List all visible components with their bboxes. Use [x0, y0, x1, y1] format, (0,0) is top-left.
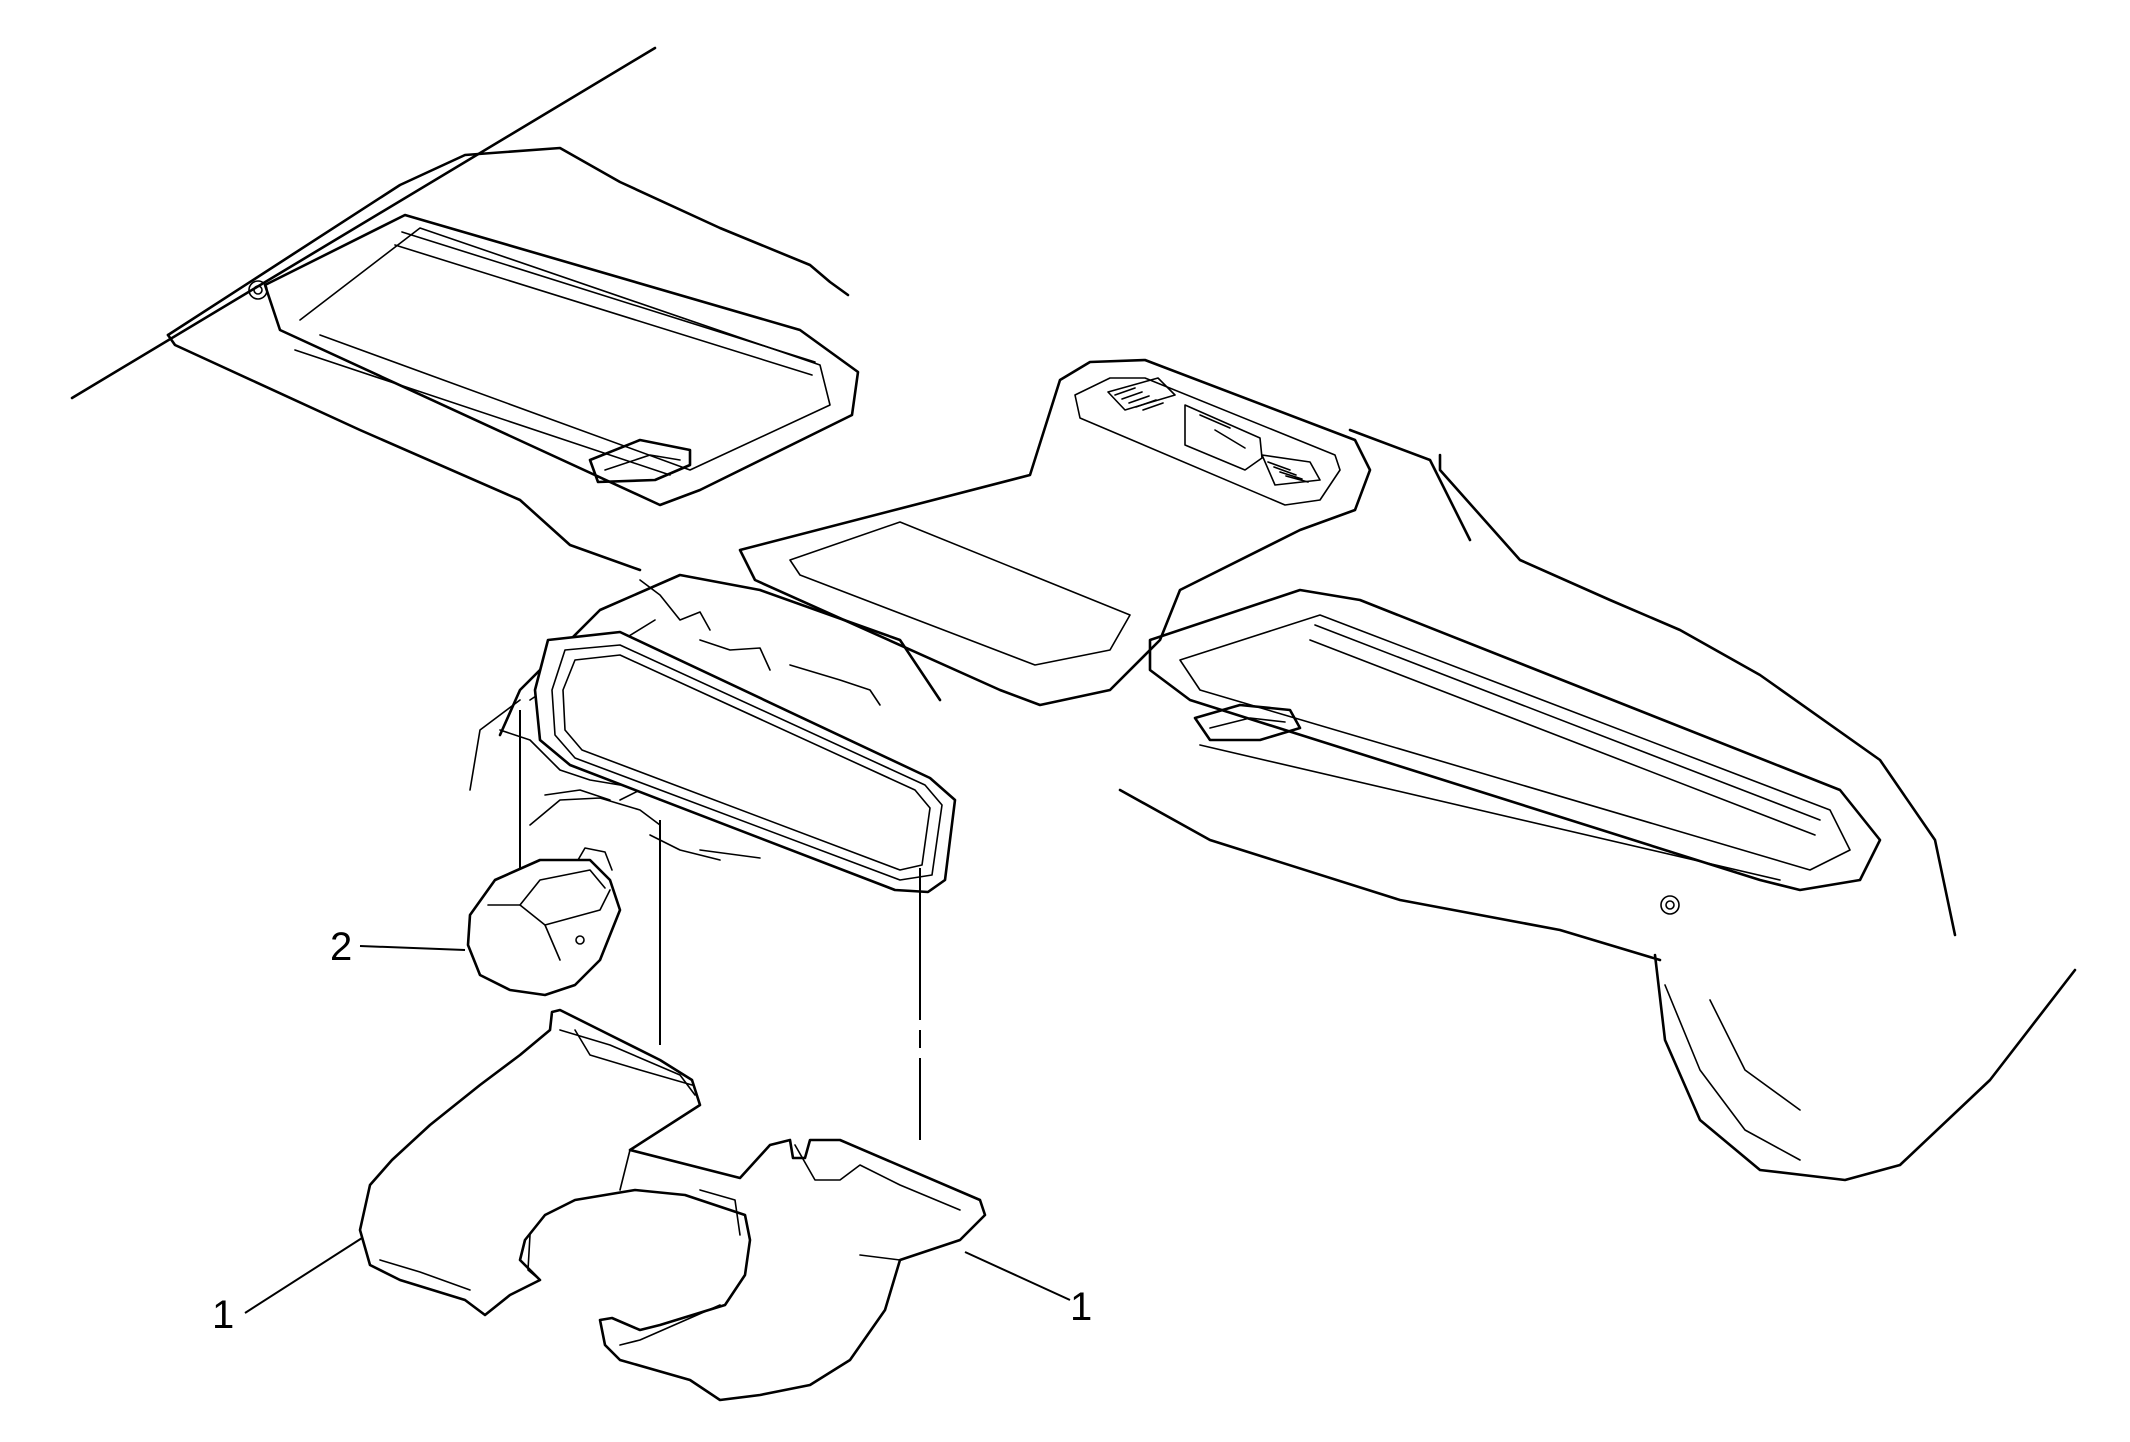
- vent-left: [1107, 377, 1176, 411]
- right-sunvisor: [1148, 588, 1882, 915]
- callout-leaders: [244, 945, 1071, 1314]
- vent-right: [1261, 454, 1321, 486]
- alignment-guides: [519, 710, 921, 1140]
- sensor-module: [466, 847, 622, 997]
- mirror-cover: [358, 1008, 987, 1402]
- rearview-mirror: [533, 630, 957, 894]
- callout-label-2: 2: [330, 925, 352, 969]
- left-sunvisor: [248, 213, 860, 507]
- callout-label-1-left: 1: [212, 1293, 234, 1337]
- overhead-console: [738, 358, 1372, 707]
- callout-label-1-right: 1: [1070, 1285, 1092, 1329]
- headliner: [70, 46, 2077, 1182]
